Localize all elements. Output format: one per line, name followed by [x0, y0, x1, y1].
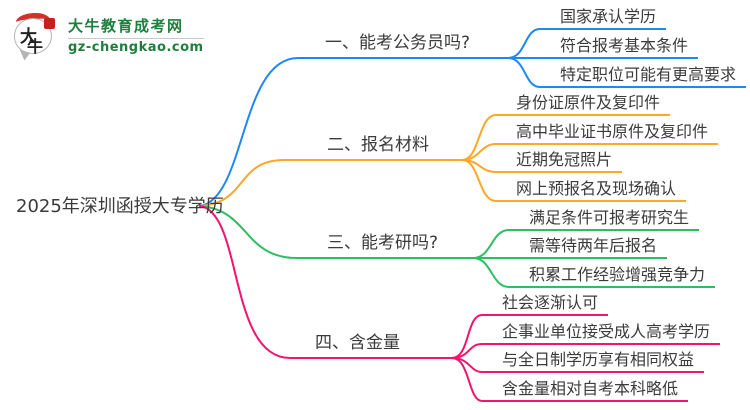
leaf-node: 积累工作经验增强竞争力	[509, 264, 716, 288]
leaf-node: 与全日制学历享有相同权益	[482, 349, 705, 373]
leaf-node: 国家承认学历	[540, 6, 667, 30]
leaf-node: 社会逐渐认可	[482, 292, 609, 316]
branch1-label: 一、能考公务员吗?	[325, 33, 471, 53]
leaf-node: 高中毕业证书原件及复印件	[496, 121, 719, 145]
branch4-label: 四、含金量	[315, 333, 400, 353]
leaf-node: 符合报考基本条件	[540, 35, 699, 59]
leaf-node: 网上预报名及现场确认	[496, 178, 687, 202]
leaf-node: 身份证原件及复印件	[496, 92, 671, 116]
site-url: gz-chengkao.com	[68, 38, 204, 55]
branch4-line	[199, 205, 453, 359]
root-node: 2025年深圳函授大专学历	[16, 196, 224, 217]
leaf-node: 近期免冠照片	[496, 149, 623, 173]
branch1-line	[199, 57, 509, 207]
logo-char-da: 大	[20, 27, 37, 47]
leaf-node: 需等待两年后报名	[509, 235, 668, 259]
logo-seal-icon	[44, 18, 55, 29]
branch2-line	[199, 159, 463, 207]
logo-bull-icon: 大 牛	[12, 11, 58, 62]
site-logo: 大 牛 大牛教育成考网 gz-chengkao.com	[12, 11, 204, 62]
leaf-node: 特定职位可能有更高要求	[540, 64, 747, 88]
branch3-line	[199, 205, 474, 259]
leaf-node: 含金量相对自考本科略低	[482, 378, 689, 402]
branch3-label: 三、能考研吗?	[327, 233, 439, 253]
leaf-node: 满足条件可报考研究生	[509, 207, 700, 231]
leaf-node: 企事业单位接受成人高考学历	[482, 321, 721, 345]
site-name: 大牛教育成考网	[68, 17, 184, 35]
logo-char-niu: 牛	[27, 37, 44, 56]
branch2-label: 二、报名材料	[327, 135, 429, 155]
